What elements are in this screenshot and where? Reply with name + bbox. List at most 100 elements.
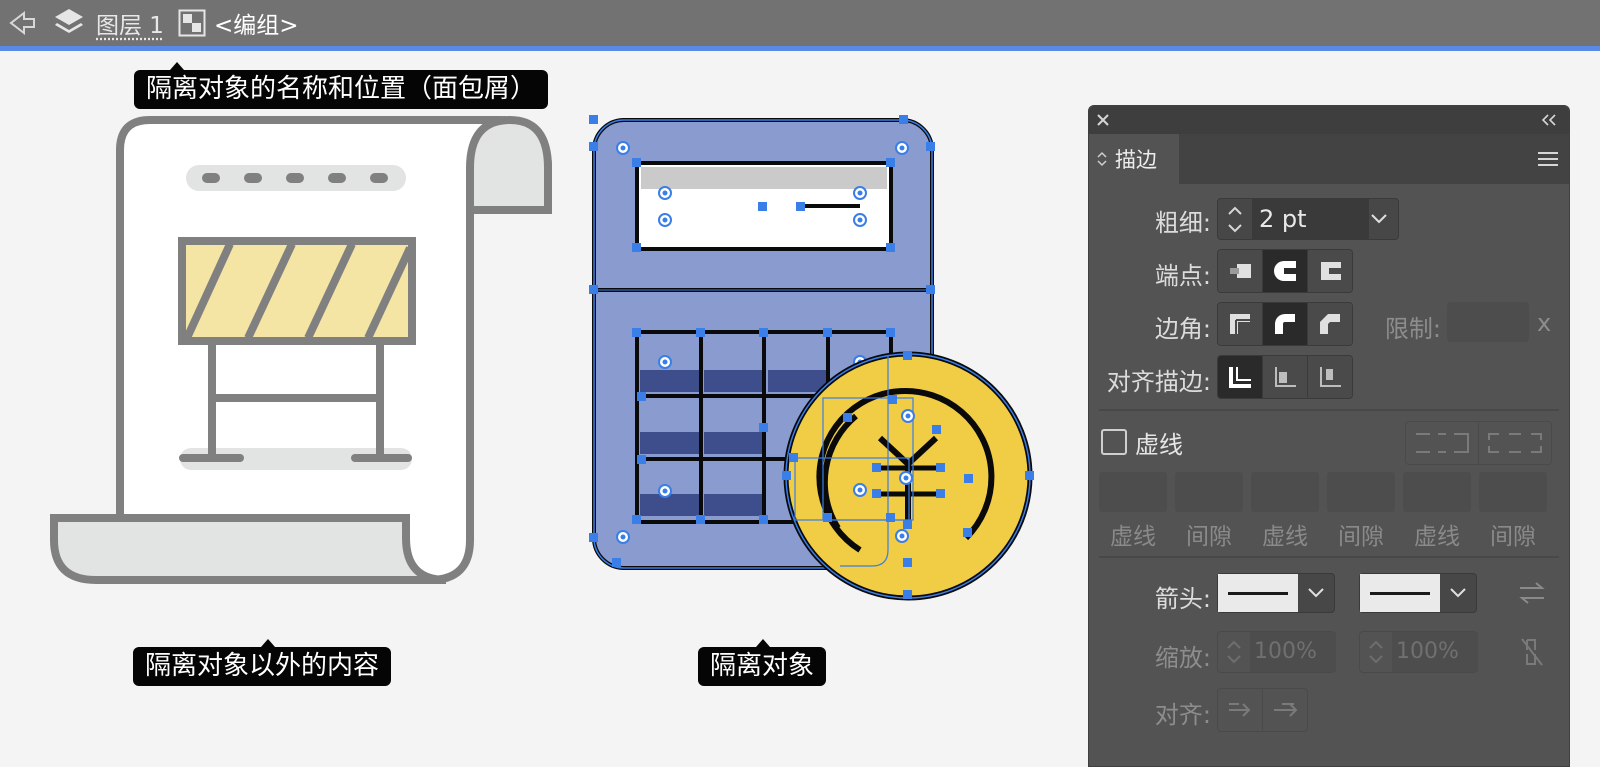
tab-stroke[interactable]: 描边 — [1089, 134, 1179, 184]
coin-illustration — [782, 351, 1034, 601]
link-scale-icon[interactable] — [1519, 636, 1545, 668]
round-cap-button[interactable] — [1263, 250, 1308, 292]
tab-options-icon — [1097, 151, 1107, 167]
bevel-join-button[interactable] — [1308, 303, 1352, 345]
scroll-illustration — [50, 115, 552, 584]
separator — [1099, 409, 1559, 411]
dash-input-2[interactable] — [1251, 472, 1319, 512]
callout-breadcrumb: 隔离对象的名称和位置（面包屑） — [134, 62, 549, 109]
chevron-down-icon — [1308, 588, 1324, 598]
swap-arrows-icon[interactable] — [1517, 580, 1547, 606]
dash-label-2: 虚线 — [1262, 524, 1308, 550]
arrow-extend-icon — [1229, 703, 1251, 717]
gap-input-3[interactable] — [1479, 472, 1547, 512]
breadcrumb-layer[interactable]: 图层 1 — [52, 6, 164, 40]
projecting-cap-button[interactable] — [1308, 250, 1352, 292]
close-icon[interactable] — [1096, 113, 1110, 127]
start-scale-field[interactable]: 100% — [1217, 631, 1336, 673]
end-scale-field[interactable]: 100% — [1359, 631, 1478, 673]
isolation-mode-indicator — [0, 46, 1600, 51]
align-inside-button[interactable] — [1263, 356, 1308, 398]
scale-label: 缩放: — [1154, 644, 1211, 672]
limit-unit: x — [1537, 309, 1552, 337]
arrow-extend-button[interactable] — [1218, 689, 1263, 731]
cap-buttons — [1217, 249, 1353, 293]
dash-input-1[interactable] — [1099, 472, 1167, 512]
dash-input-3[interactable] — [1403, 472, 1471, 512]
gap-input-1[interactable] — [1175, 472, 1243, 512]
back-arrow-icon — [9, 10, 35, 36]
projecting-cap-icon — [1321, 262, 1341, 280]
panel-titlebar — [1089, 106, 1569, 134]
start-arrowhead-select[interactable] — [1217, 573, 1335, 613]
weight-input[interactable]: 2 pt — [1253, 199, 1369, 239]
miter-join-icon — [1230, 314, 1250, 334]
dashed-label: 虚线 — [1135, 431, 1183, 459]
separator — [1099, 556, 1559, 558]
dashed-checkbox[interactable] — [1101, 429, 1127, 455]
panel-tabbar: 描边 — [1089, 134, 1569, 184]
dash-align-buttons — [1405, 421, 1552, 465]
breadcrumb-group[interactable]: <编组> — [178, 6, 299, 40]
stepper-icon — [1369, 640, 1383, 664]
layers-icon — [55, 9, 83, 33]
round-cap-icon — [1274, 261, 1296, 281]
tab-stroke-label: 描边 — [1115, 148, 1157, 172]
round-join-icon — [1275, 314, 1295, 334]
align-center-icon — [1229, 367, 1251, 388]
dash-preserve-button[interactable] — [1406, 422, 1479, 464]
end-arrowhead-select[interactable] — [1359, 573, 1477, 613]
callout-outside-content: 隔离对象以外的内容 — [133, 639, 392, 686]
weight-field[interactable]: 2 pt — [1217, 198, 1399, 240]
weight-label: 粗细: — [1154, 209, 1211, 237]
stepper-icon — [1227, 640, 1241, 664]
corner-label: 边角: — [1154, 315, 1211, 343]
gap-label-3: 间隙 — [1490, 524, 1536, 550]
align-outside-button[interactable] — [1308, 356, 1352, 398]
align-center-button[interactable] — [1218, 356, 1263, 398]
bevel-join-icon — [1320, 314, 1340, 334]
artboard — [50, 115, 1034, 601]
round-join-button[interactable] — [1263, 303, 1308, 345]
miter-join-button[interactable] — [1218, 303, 1263, 345]
arrow-place-icon — [1274, 703, 1298, 717]
chevron-down-icon[interactable] — [1368, 211, 1390, 227]
align-outside-icon — [1320, 367, 1341, 387]
stepper-icon — [1228, 206, 1242, 233]
callout-outside-text: 隔离对象以外的内容 — [145, 651, 380, 681]
panel-menu-icon[interactable] — [1537, 151, 1559, 167]
dash-label-1: 虚线 — [1110, 524, 1156, 550]
corner-buttons — [1217, 302, 1353, 346]
collapse-icon[interactable] — [1541, 114, 1557, 126]
gap-input-2[interactable] — [1327, 472, 1395, 512]
butt-cap-button[interactable] — [1218, 250, 1263, 292]
breadcrumb-bar: 图层 1 <编组> — [0, 0, 1600, 46]
back-button[interactable] — [6, 6, 36, 40]
breadcrumb-layer-label: 图层 1 — [96, 13, 164, 39]
butt-cap-icon — [1230, 264, 1251, 278]
group-icon — [178, 9, 206, 37]
cap-label: 端点: — [1154, 262, 1211, 290]
stroke-panel: 描边 粗细: 2 pt 端点: 边角: — [1088, 105, 1570, 767]
dash-label-3: 虚线 — [1414, 524, 1460, 550]
arrow-align-buttons — [1217, 688, 1308, 732]
end-scale-input[interactable]: 100% — [1392, 632, 1478, 672]
dash-preserve-icon — [1416, 433, 1469, 453]
gap-label-1: 间隙 — [1186, 524, 1232, 550]
align-inside-icon — [1275, 367, 1296, 387]
dash-corners-icon — [1488, 433, 1542, 453]
arrow-place-button[interactable] — [1263, 689, 1307, 731]
align-stroke-label: 对齐描边: — [1106, 368, 1211, 396]
limit-label: 限制: — [1384, 315, 1441, 343]
breadcrumb-group-label: <编组> — [214, 13, 299, 39]
gap-label-2: 间隙 — [1338, 524, 1384, 550]
chevron-down-icon — [1450, 588, 1466, 598]
dash-align-corners-button[interactable] — [1479, 422, 1551, 464]
callout-isolated-object: 隔离对象 — [698, 639, 827, 686]
callout-breadcrumb-text: 隔离对象的名称和位置（面包屑） — [146, 74, 537, 104]
start-arrowhead-preview — [1218, 574, 1298, 612]
weight-stepper[interactable] — [1218, 199, 1253, 239]
start-scale-input[interactable]: 100% — [1250, 632, 1336, 672]
end-arrowhead-preview — [1360, 574, 1440, 612]
limit-input[interactable] — [1447, 302, 1529, 342]
